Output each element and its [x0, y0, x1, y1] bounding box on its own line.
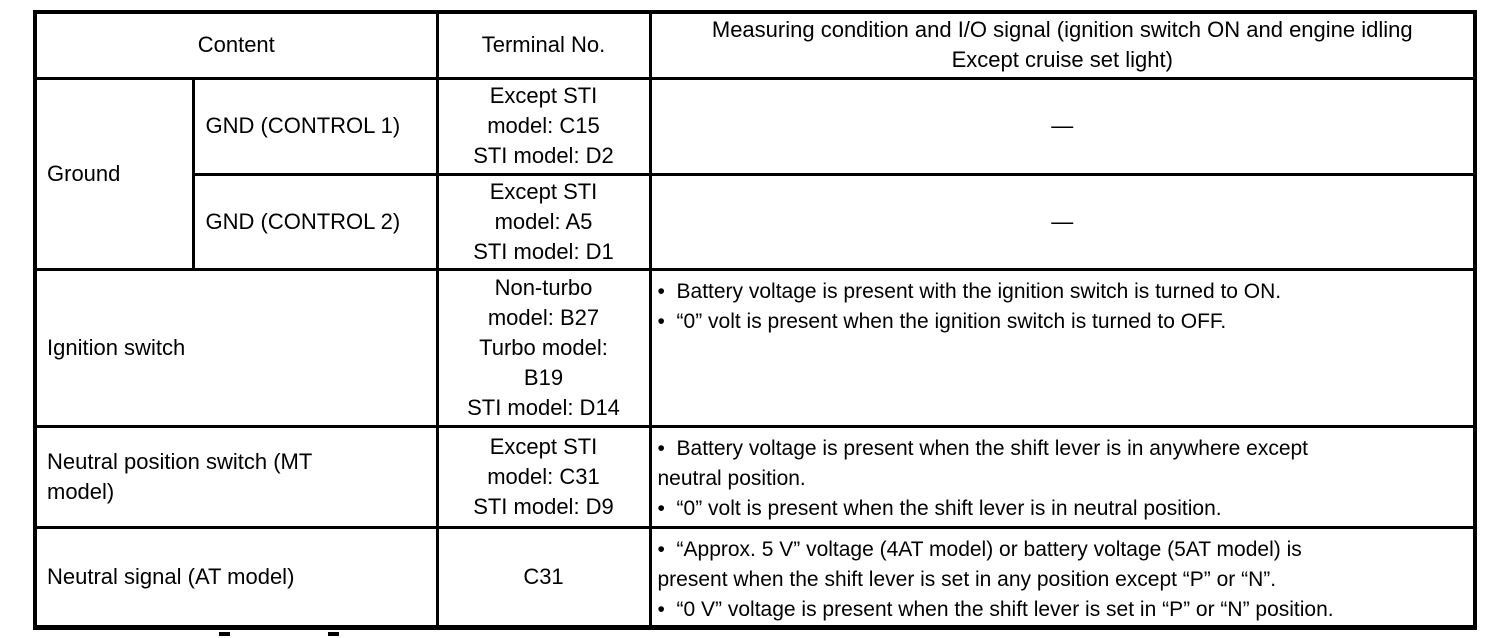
col-header-content: Content: [33, 10, 439, 80]
terminal-spec-table: Content Terminal No. Measuring condition…: [33, 10, 1477, 630]
bullet-item: • Battery voltage is present when the sh…: [657, 436, 1309, 490]
table-row-gnd-control-2: GND (CONTROL 2) Except STI model: A5 STI…: [35, 172, 1477, 271]
bullet-item: • Battery voltage is present with the ig…: [657, 279, 1282, 303]
table-row-gnd-control-1: Ground GND (CONTROL 1) Except STI model:…: [33, 76, 1477, 271]
table-row-ignition-switch: Ignition switch Non-turbo model: B27 Tur…: [33, 267, 1477, 428]
table-row-neutral-signal: Neutral signal (AT model) C31 • “Approx.…: [33, 525, 1477, 629]
measuring-cell-gnd-control-2: —: [648, 172, 1477, 271]
table-row-neutral-position-switch: Neutral position switch (MT model) Excep…: [33, 424, 1477, 529]
col-header-terminal-no: Terminal No.: [435, 10, 652, 80]
content-cell-neutral-signal: Neutral signal (AT model): [33, 525, 439, 629]
measuring-cell-ignition-switch: • Battery voltage is present with the ig…: [648, 267, 1477, 428]
cropped-text-fragment: [219, 632, 230, 636]
bullet-item: • “0” volt is present when the ignition …: [657, 309, 1227, 333]
table-header-row: Content Terminal No. Measuring condition…: [33, 10, 1477, 80]
content-group-ground: Ground: [33, 76, 195, 271]
cropped-text-fragment: [328, 632, 339, 636]
bullet-item: • “Approx. 5 V” voltage (4AT model) or b…: [657, 537, 1302, 591]
terminal-cell-neutral-position-switch: Except STI model: C31 STI model: D9: [435, 424, 652, 529]
col-header-measuring-condition: Measuring condition and I/O signal (igni…: [648, 10, 1477, 80]
content-cell-ignition-switch: Ignition switch: [33, 267, 439, 428]
content-cell-neutral-position-switch: Neutral position switch (MT model): [33, 424, 439, 529]
terminal-cell-gnd-control-1: Except STI model: C15 STI model: D2: [435, 76, 652, 176]
measuring-cell-neutral-position-switch: • Battery voltage is present when the sh…: [648, 424, 1477, 529]
terminal-cell-gnd-control-2: Except STI model: A5 STI model: D1: [435, 172, 652, 271]
measuring-cell-neutral-signal: • “Approx. 5 V” voltage (4AT model) or b…: [648, 525, 1477, 629]
measuring-cell-gnd-control-1: —: [648, 76, 1477, 176]
bullet-item: • “0 V” voltage is present when the shif…: [657, 597, 1334, 621]
bullet-item: • “0” volt is present when the shift lev…: [657, 496, 1222, 520]
content-cell-gnd-control-1: GND (CONTROL 1): [191, 76, 439, 176]
terminal-cell-ignition-switch: Non-turbo model: B27 Turbo model: B19 ST…: [435, 267, 652, 428]
content-cell-gnd-control-2: GND (CONTROL 2): [191, 172, 439, 271]
terminal-cell-neutral-signal: C31: [435, 525, 652, 629]
